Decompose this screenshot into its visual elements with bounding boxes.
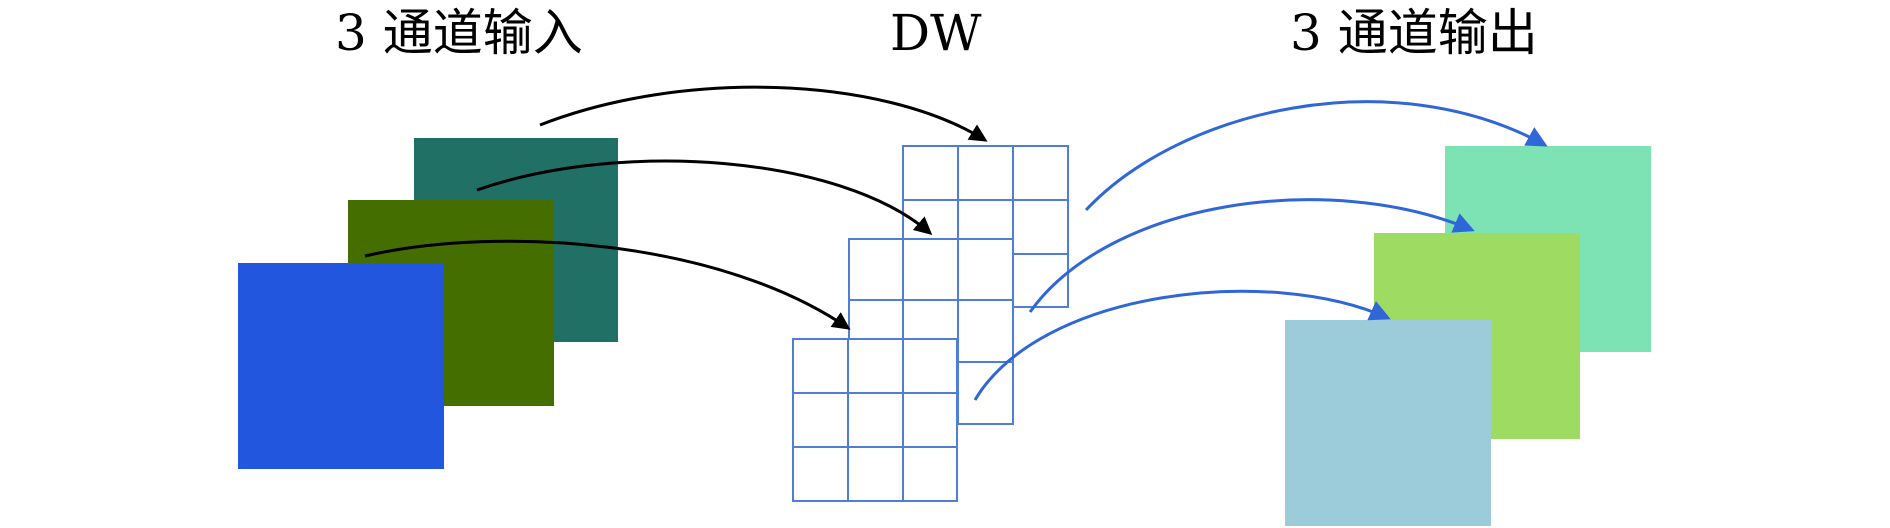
output-channels (1285, 146, 1651, 526)
dw-kernels (792, 145, 1069, 502)
output-label: 3 通道输出 (1290, 4, 1538, 62)
black-curved-arrow (476, 159, 933, 235)
input-channels (238, 138, 618, 469)
blue-curved-arrow (1084, 100, 1548, 212)
dw-kernel-front (792, 338, 958, 502)
black-curved-arrow (364, 239, 851, 330)
black-curved-arrow (539, 85, 988, 142)
blue-curved-arrow (1028, 198, 1475, 313)
kernel-to-output-arrows (973, 100, 1548, 401)
input-label: 3 通道输入 (335, 4, 583, 62)
blue-curved-arrow (973, 289, 1391, 401)
kernel-label: DW (890, 4, 982, 62)
input-channel-front (238, 263, 444, 469)
output-channel-front (1285, 320, 1491, 526)
input-to-kernel-arrows (364, 85, 988, 330)
